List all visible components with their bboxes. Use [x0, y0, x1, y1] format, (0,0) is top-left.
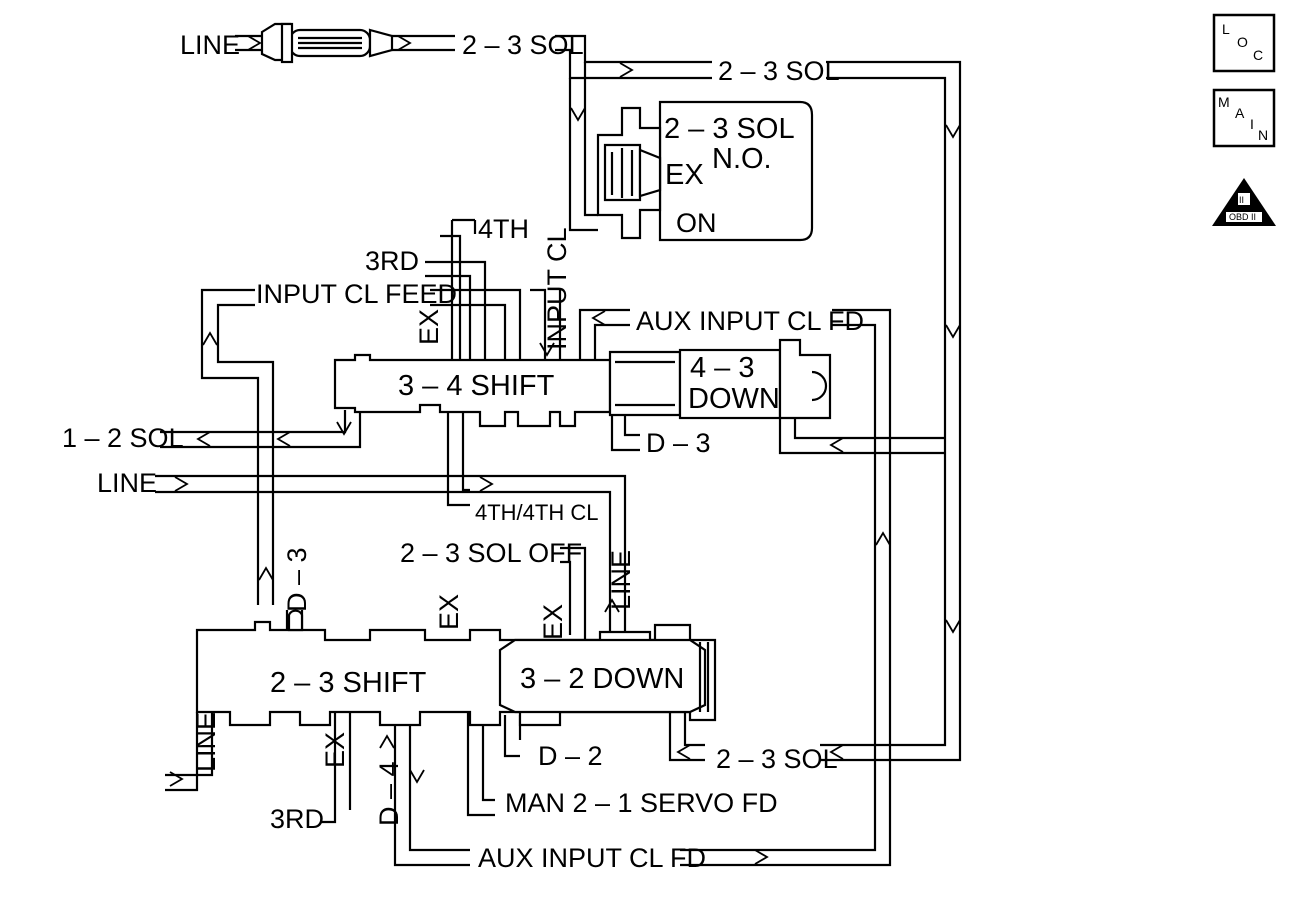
- label-2-3-shift: 2 – 3 SHIFT: [270, 667, 427, 699]
- label-3-4-shift: 3 – 4 SHIFT: [398, 370, 555, 402]
- label-line-vertical: LINE: [606, 550, 636, 610]
- label-line-bottom: LINE: [191, 712, 221, 772]
- legend-loc-o: O: [1237, 34, 1248, 50]
- label-4-3-down-b: DOWN: [688, 383, 780, 415]
- shift-valve-2-3: [195, 609, 717, 727]
- label-aux-input-cl-fd-top: AUX INPUT CL FD: [636, 306, 864, 336]
- label-ex-2-3-b: EX: [538, 604, 568, 640]
- label-d2: D – 2: [538, 741, 603, 771]
- flow-arrow-icon: [169, 35, 961, 865]
- label-1-2-sol: 1 – 2 SOL: [62, 423, 184, 453]
- legend-loc-c: C: [1253, 47, 1263, 63]
- legend-obd-roman: II: [1239, 195, 1244, 205]
- label-line-mid: LINE: [97, 468, 157, 498]
- legend-main-n: N: [1258, 127, 1268, 143]
- label-2-3-sol-bottom: 2 – 3 SOL: [716, 744, 838, 774]
- label-ex-2-3-a: EX: [434, 594, 464, 630]
- legend-main-i: I: [1250, 116, 1254, 132]
- label-d3-vertical: D – 3: [282, 547, 312, 612]
- fluid-passages: [155, 34, 962, 867]
- legend-main-a: A: [1235, 105, 1245, 121]
- label-d4: D – 4: [374, 761, 404, 826]
- label-2-3-sol-box: 2 – 3 SOL: [664, 113, 795, 145]
- label-sol-no: N.O.: [712, 143, 772, 175]
- label-ex-bottom: EX: [320, 732, 350, 768]
- shift-valve-3-4: [333, 338, 832, 428]
- legend-loc-badge: L O C: [1212, 13, 1276, 73]
- label-line-top: LINE: [180, 30, 240, 60]
- label-d3-top: D – 3: [646, 428, 711, 458]
- label-4th-top: 4TH: [478, 214, 529, 244]
- label-3rd-bottom: 3RD: [270, 804, 324, 834]
- label-sol-on: ON: [676, 208, 717, 238]
- label-2-3-sol-off: 2 – 3 SOL OFF: [400, 538, 582, 568]
- label-4th-4th-cl: 4TH/4TH CL: [475, 500, 598, 525]
- label-2-3-sol-top-b: 2 – 3 SOL: [718, 56, 840, 86]
- label-man-2-1-servo-fd: MAN 2 – 1 SERVO FD: [505, 788, 778, 818]
- shift-solenoid-2-3: [596, 100, 814, 242]
- label-4-3-down-a: 4 – 3: [690, 352, 755, 384]
- label-3rd-top: 3RD: [365, 246, 419, 276]
- legend-main-m: M: [1218, 94, 1230, 110]
- label-sol-ex: EX: [665, 159, 704, 191]
- legend-loc-l: L: [1222, 21, 1230, 37]
- label-input-cl: INPUT CL: [542, 227, 572, 350]
- obd-ii-triangle-icon: II OBD II: [1212, 178, 1276, 226]
- label-ex-3-4: EX: [414, 309, 444, 345]
- legend-obd-text: OBD II: [1229, 212, 1256, 222]
- diagram-labels: LINE 2 – 3 SOL 2 – 3 SOL 2 – 3 SOL N.O. …: [62, 30, 864, 873]
- label-aux-input-cl-fd-bottom: AUX INPUT CL FD: [478, 843, 706, 873]
- legend-main-badge: M A I N: [1212, 88, 1276, 148]
- label-input-cl-feed: INPUT CL FEED: [256, 279, 457, 309]
- filter-icon: [260, 22, 394, 64]
- label-3-2-down: 3 – 2 DOWN: [520, 663, 684, 695]
- label-2-3-sol-top-a: 2 – 3 SOL: [462, 30, 584, 60]
